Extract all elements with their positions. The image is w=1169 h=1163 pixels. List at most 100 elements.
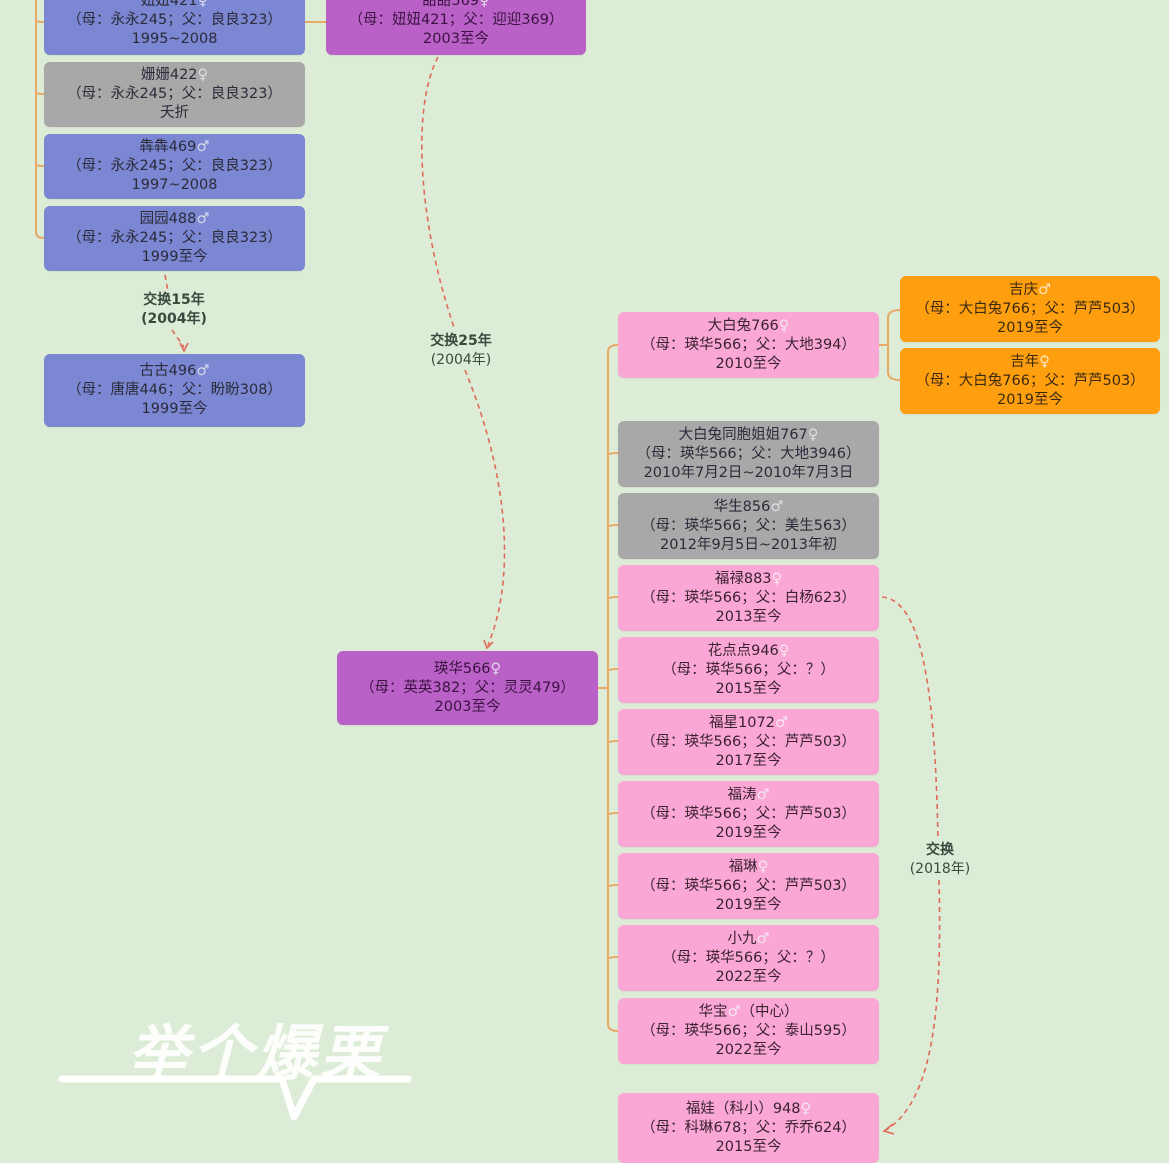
node-parents: （母：瑛华566；父：？）: [662, 661, 835, 678]
node-years: 2010至今: [715, 355, 782, 372]
exchange-title: 交换: [926, 842, 954, 858]
exchange-arrow: [421, 56, 506, 646]
female-icon: ♀: [771, 570, 783, 587]
tree-connector: [607, 596, 619, 600]
node-parents: （母：永永245；父：良良323）: [67, 12, 282, 28]
node-name: 福禄883: [714, 570, 772, 587]
node-years: 1999至今: [141, 401, 208, 417]
node-name: 古古496: [139, 363, 197, 379]
node-fulin[interactable]: 福琳♀ （母：瑛华566；父：芦芦503） 2019至今: [618, 853, 879, 919]
node-name: 小九: [727, 930, 757, 947]
node-years: 2003至今: [423, 31, 489, 47]
arrow-head: [882, 1123, 895, 1135]
node-years: 2019至今: [715, 896, 782, 913]
node-parents: （母：瑛华566；父：？）: [662, 949, 835, 966]
tree-connector: [35, 91, 45, 95]
node-xiaojiu[interactable]: 小九♂ （母：瑛华566；父：？） 2022至今: [618, 925, 879, 991]
exchange-title: 交换25年: [430, 333, 492, 349]
node-parents: （母：瑛华566；父：美生563）: [641, 517, 856, 534]
node-yinghua566[interactable]: 瑛华566♀ （母：英英382；父：灵灵479） 2003至今: [337, 651, 598, 725]
node-years: 2013至今: [715, 608, 782, 625]
node-jinian[interactable]: 吉年♀ （母：大白兔766；父：芦芦503） 2019至今: [900, 348, 1160, 414]
male-icon: ♂: [196, 363, 210, 379]
node-parents: （母：瑛华566；父：芦芦503）: [641, 805, 856, 822]
node-parents: （母：大白兔766；父：芦芦503）: [915, 372, 1145, 389]
node-name: 福娃（科小）948: [685, 1100, 801, 1117]
node-niuniu421[interactable]: 妞妞421♀ （母：永永245；父：良良323） 1995~2008: [44, 0, 305, 55]
tree-connector: [607, 956, 619, 960]
node-years: 2022至今: [715, 1041, 782, 1058]
node-parents: （母：科琳678；父：乔乔624）: [641, 1119, 856, 1136]
tree-connector: [607, 740, 619, 744]
node-parents: （母：瑛华566；父：芦芦503）: [641, 877, 856, 894]
node-fuwa948[interactable]: 福娃（科小）948♀ （母：科琳678；父：乔乔624） 2015至今: [618, 1093, 879, 1163]
node-name: 甜甜569: [422, 0, 480, 9]
node-name: 瑛华566: [433, 660, 491, 677]
node-name: 福琳: [728, 858, 758, 875]
node-years: 2017至今: [715, 752, 782, 769]
node-name: 犇犇469: [139, 139, 197, 155]
node-fulu883[interactable]: 福禄883♀ （母：瑛华566；父：白杨623） 2013至今: [618, 565, 879, 631]
node-parents: （母：唐唐446；父：盼盼308）: [67, 382, 282, 398]
node-name: 福星1072: [709, 714, 775, 731]
node-years: 夭折: [160, 105, 189, 121]
node-name: 妞妞421: [140, 0, 198, 9]
male-icon: ♂: [727, 1003, 741, 1020]
watermark-logo: 举个爆栗: [128, 1019, 384, 1089]
node-years: 2010年7月2日~2010年7月3日: [643, 464, 854, 481]
node-years: 2015至今: [715, 680, 782, 697]
female-icon: ♀: [800, 1100, 812, 1117]
node-name: 大白兔766: [707, 317, 779, 334]
male-icon: ♂: [770, 498, 784, 515]
node-yuanyuan488[interactable]: 园园488♂ （母：永永245；父：良良323） 1999至今: [44, 206, 305, 271]
node-jiqing[interactable]: 吉庆♂ （母：大白兔766；父：芦芦503） 2019至今: [900, 276, 1160, 342]
tree-connector: [607, 344, 619, 1032]
female-icon: ♀: [778, 317, 790, 334]
node-jiejie767[interactable]: 大白兔同胞姐姐767♀ （母：瑛华566；父：大地3946） 2010年7月2日…: [618, 421, 879, 487]
exchange-label-25: 交换25年 (2004年): [425, 332, 497, 370]
node-huasheng856[interactable]: 华生856♂ （母：瑛华566；父：美生563） 2012年9月5日~2013年…: [618, 493, 879, 559]
node-name: 华生856: [713, 498, 771, 515]
node-name: 吉庆: [1009, 281, 1038, 298]
female-icon: ♀: [479, 0, 490, 9]
node-years: 2012年9月5日~2013年初: [660, 536, 837, 553]
male-icon: ♂: [756, 930, 770, 947]
node-huadiandian946[interactable]: 花点点946♀ （母：瑛华566；父：？） 2015至今: [618, 637, 879, 703]
tree-connector: [35, 19, 45, 23]
node-name: 大白兔同胞姐姐767: [678, 426, 808, 443]
node-parents: （母：瑛华566；父：大地3946）: [636, 445, 861, 462]
node-parents: （母：永永245；父：良良323）: [67, 230, 282, 246]
node-parents: （母：瑛华566；父：泰山595）: [641, 1022, 856, 1039]
exchange-title: 交换15年: [143, 292, 205, 308]
tree-connector: [607, 884, 619, 888]
node-shanshan422[interactable]: 姗姗422♀ （母：永永245；父：良良323） 夭折: [44, 62, 305, 127]
node-dabaitu766[interactable]: 大白兔766♀ （母：瑛华566；父：大地394） 2010至今: [618, 312, 879, 378]
node-years: 2015至今: [715, 1138, 782, 1155]
female-icon: ♀: [778, 642, 790, 659]
female-icon: ♀: [490, 660, 502, 677]
node-years: 2019至今: [997, 391, 1063, 408]
tree-connector: [607, 452, 619, 456]
node-name: 姗姗422: [140, 67, 198, 83]
node-parents: （母：永永245；父：良良323）: [67, 86, 282, 102]
node-huabao[interactable]: 华宝♂（中心） （母：瑛华566；父：泰山595） 2022至今: [618, 998, 879, 1064]
node-fuxing1072[interactable]: 福星1072♂ （母：瑛华566；父：芦芦503） 2017至今: [618, 709, 879, 775]
node-name: 吉年: [1010, 353, 1040, 370]
node-gugu496[interactable]: 古古496♂ （母：唐唐446；父：盼盼308） 1999至今: [44, 354, 305, 427]
arrow-head: [483, 639, 494, 650]
exchange-arrow: [164, 274, 185, 348]
node-name: 福涛: [727, 786, 757, 803]
node-futao[interactable]: 福涛♂ （母：瑛华566；父：芦芦503） 2019至今: [618, 781, 879, 847]
node-tiantian569[interactable]: 甜甜569♀ （母：妞妞421；父：迎迎369） 2003至今: [326, 0, 586, 55]
male-icon: ♂: [196, 139, 210, 155]
node-parents: （母：妞妞421；父：迎迎369）: [348, 12, 564, 28]
female-icon: ♀: [197, 0, 209, 9]
node-parents: （母：瑛华566；父：芦芦503）: [641, 733, 856, 750]
node-years: 1997~2008: [131, 177, 218, 193]
node-bengben469[interactable]: 犇犇469♂ （母：永永245；父：良良323） 1997~2008: [44, 134, 305, 199]
tree-connector: [35, 0, 45, 239]
node-years: 1995~2008: [131, 31, 218, 47]
node-years: 1999至今: [141, 249, 208, 265]
arrow-head: [179, 342, 189, 353]
